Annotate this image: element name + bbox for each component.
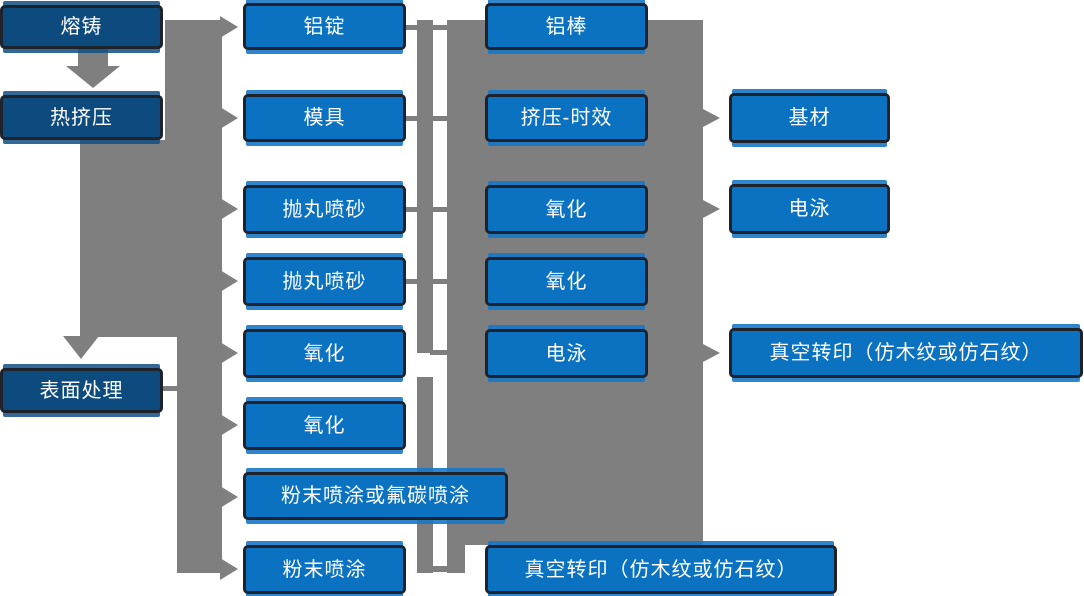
node-electrophoresis-2: 电泳 xyxy=(729,184,890,234)
branch-arrow-powder-fluorocarbon xyxy=(220,486,238,508)
block-arrow-substrate xyxy=(703,109,720,127)
block-arrow-electrophoresis xyxy=(703,200,720,218)
node-mold: 模具 xyxy=(243,94,406,142)
branch-arrow-shotblast-1 xyxy=(220,198,238,220)
branch-arrow-ingot xyxy=(220,16,238,38)
stage-group-block-foot xyxy=(447,545,465,573)
down-arrow-to-hot-extrusion xyxy=(66,66,120,88)
node-hot-extrusion: 热挤压 xyxy=(0,95,163,140)
node-oxidation-3: 氧化 xyxy=(485,185,648,234)
node-electrophoresis-1: 电泳 xyxy=(485,329,648,378)
branch-arrow-mold xyxy=(220,107,238,129)
mid-connector-tick xyxy=(430,350,448,355)
node-melt-cast: 熔铸 xyxy=(0,5,163,49)
branch-arrow-shotblast-2 xyxy=(220,270,238,292)
node-substrate: 基材 xyxy=(729,93,890,143)
surface-treatment-link xyxy=(163,386,179,391)
trunk-upper-segment xyxy=(165,20,222,142)
node-shot-blast-sandblast-2: 抛丸喷砂 xyxy=(243,257,406,306)
block-arrow-vacuum-transfer xyxy=(703,344,720,362)
node-vacuum-transfer-2: 真空转印（仿木纹或仿石纹） xyxy=(729,328,1083,378)
node-aluminum-ingot: 铝锭 xyxy=(243,3,406,50)
down-arrow-shaft xyxy=(78,49,108,68)
node-oxidation-2: 氧化 xyxy=(243,401,406,450)
mid-bar-upper xyxy=(417,20,433,353)
mid-connector-tick xyxy=(420,566,447,572)
branch-arrow-oxidation-2 xyxy=(220,414,238,436)
node-powder-spray: 粉末喷涂 xyxy=(243,545,406,594)
node-powder-or-fluorocarbon-spray: 粉末喷涂或氟碳喷涂 xyxy=(243,472,508,520)
node-extrusion-aging: 挤压-时效 xyxy=(485,94,648,142)
down-arrow-to-surface-treatment xyxy=(63,336,99,359)
node-shot-blast-sandblast-1: 抛丸喷砂 xyxy=(243,185,406,234)
node-oxidation-4: 氧化 xyxy=(485,257,648,306)
node-surface-treatment: 表面处理 xyxy=(0,368,163,413)
trunk-lower-segment xyxy=(177,337,222,573)
node-aluminum-rod: 铝棒 xyxy=(485,3,648,50)
node-vacuum-transfer-1: 真空转印（仿木纹或仿石纹） xyxy=(485,545,837,594)
branch-arrow-powder xyxy=(220,558,238,580)
trunk-mid-segment xyxy=(80,140,222,337)
node-oxidation-1: 氧化 xyxy=(243,329,406,378)
branch-arrow-oxidation-1 xyxy=(220,342,238,364)
